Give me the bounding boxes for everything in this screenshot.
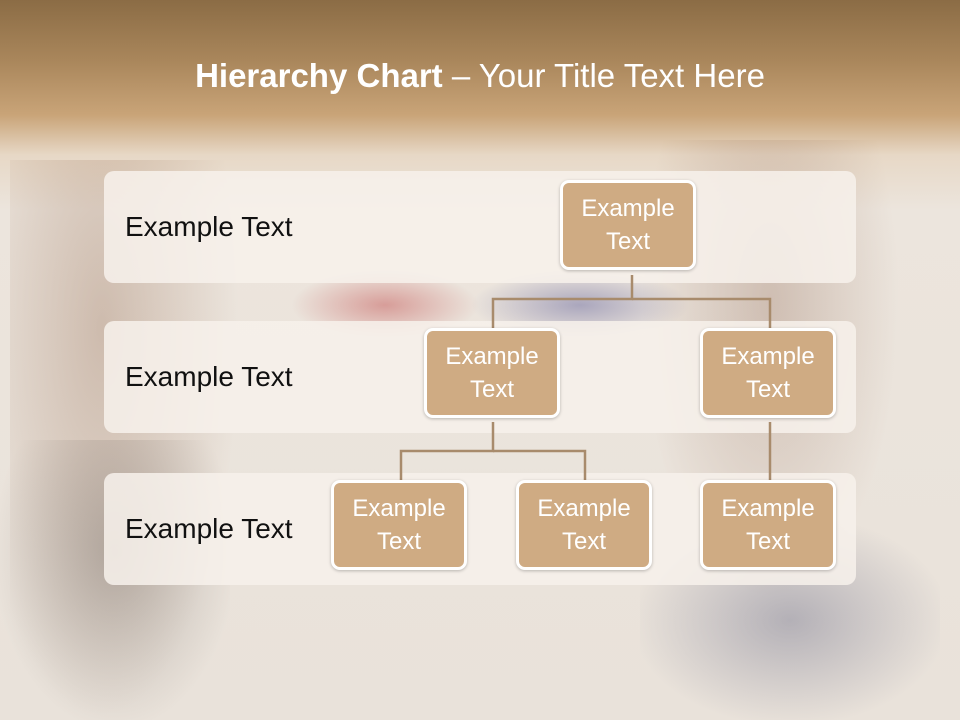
node-leaf2-line2: Text: [561, 528, 606, 555]
node-level2-left[interactable]: Example Text: [424, 328, 560, 418]
title-separator: –: [442, 57, 479, 94]
node-level3-leaf-1[interactable]: Example Text: [331, 480, 467, 570]
level-label-1: Example Text: [125, 211, 293, 242]
node-level3-leaf-3[interactable]: Example Text: [700, 480, 836, 570]
level-label-3: Example Text: [125, 513, 293, 544]
node-root-line1: Example: [581, 195, 675, 222]
level-label-2: Example Text: [125, 361, 293, 392]
node-right-line2: Text: [745, 376, 790, 403]
title-bold: Hierarchy Chart: [195, 57, 443, 94]
title-rest: Your Title Text Here: [478, 57, 765, 94]
connector-left-to-leaves: [399, 422, 495, 482]
connector-group: [399, 275, 772, 482]
node-level3-leaf-2[interactable]: Example Text: [516, 480, 652, 570]
node-root[interactable]: Example Text: [560, 180, 696, 270]
node-left-line1: Example: [445, 343, 539, 370]
node-level2-right[interactable]: Example Text: [700, 328, 836, 418]
node-right-line1: Example: [721, 343, 815, 370]
node-leaf1-line2: Text: [376, 528, 421, 555]
slide-title: Hierarchy Chart – Your Title Text Here: [0, 52, 960, 100]
node-root-line2: Text: [605, 228, 650, 255]
node-leaf3-line1: Example: [721, 495, 815, 522]
connector-root-to-right: [632, 297, 772, 330]
node-leaf3-line2: Text: [745, 528, 790, 555]
node-left-line2: Text: [469, 376, 514, 403]
node-leaf1-line1: Example: [352, 495, 446, 522]
node-leaf2-line1: Example: [537, 495, 631, 522]
connector-root-to-children: [491, 275, 634, 330]
level-band-1: Example Text: [104, 171, 856, 283]
connector-left-to-leaf-2: [493, 449, 587, 482]
